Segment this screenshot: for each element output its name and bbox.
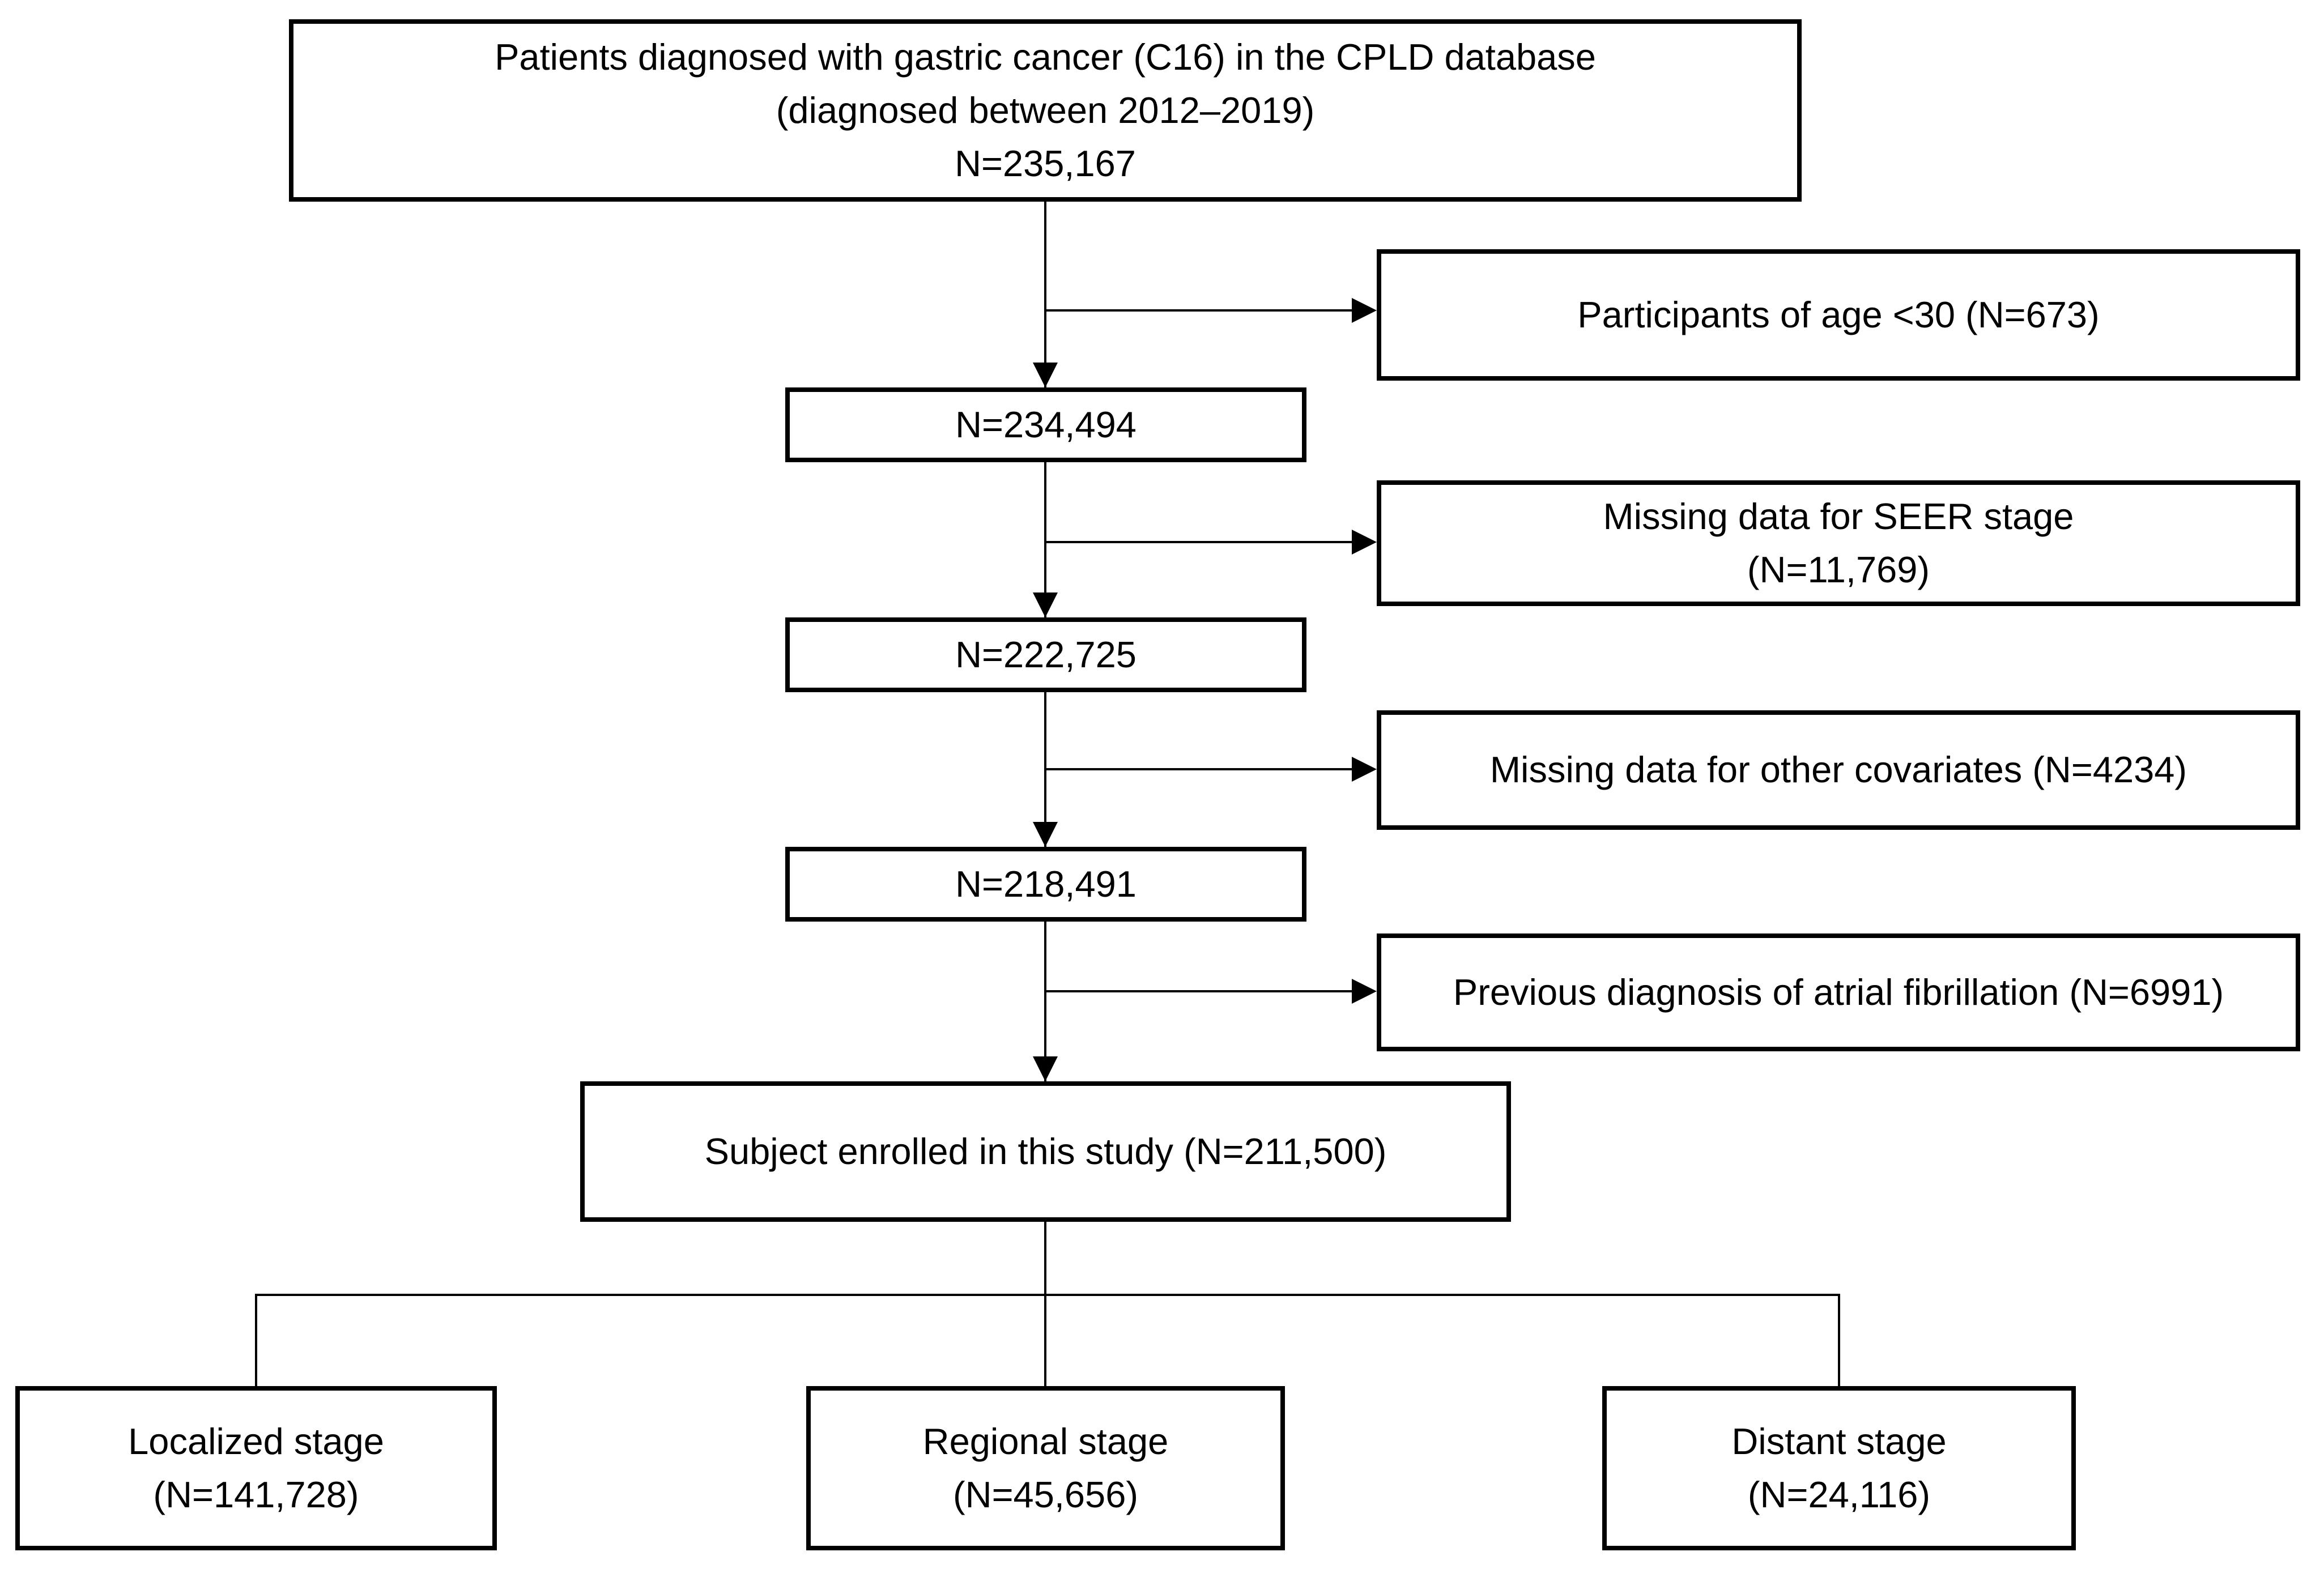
box-text-line: (N=11,769) — [1747, 549, 1930, 590]
connector-outcome-split — [255, 1294, 1840, 1296]
box-text-line: Participants of age <30 (N=673) — [1577, 293, 2100, 335]
box-text-line: Missing data for other covariates (N=423… — [1489, 749, 2187, 791]
connector-branch-seer — [1044, 541, 1356, 543]
step-count-box-1: N=234,494 — [785, 387, 1306, 462]
box-text-line: Regional stage — [922, 1420, 1169, 1462]
connector-split-to-localized — [255, 1294, 257, 1386]
exclusion-box-covariates: Missing data for other covariates (N=423… — [1377, 710, 2300, 830]
connector-branch-age — [1044, 309, 1356, 312]
connector-source-to-step1 — [1044, 202, 1046, 387]
down-arrowhead-icon — [1033, 822, 1058, 847]
step-count-box-2: N=222,725 — [785, 617, 1306, 692]
source-population-box: Patients diagnosed with gastric cancer (… — [289, 19, 1802, 202]
outcome-box-regional: Regional stage (N=45,656) — [806, 1386, 1285, 1550]
box-text-line: N=218,491 — [955, 863, 1137, 905]
connector-step1-to-step2 — [1044, 462, 1046, 617]
box-text-line: Distant stage — [1731, 1420, 1947, 1462]
right-arrowhead-icon — [1352, 530, 1377, 555]
exclusion-box-age: Participants of age <30 (N=673) — [1377, 249, 2300, 381]
box-text-line: Localized stage — [128, 1420, 384, 1462]
right-arrowhead-icon — [1352, 979, 1377, 1004]
right-arrowhead-icon — [1352, 757, 1377, 782]
connector-step3-to-enrolled — [1044, 922, 1046, 1081]
box-text-line: N=234,494 — [955, 403, 1137, 445]
connector-enrolled-to-regional — [1044, 1222, 1046, 1386]
box-text-line: Previous diagnosis of atrial fibrillatio… — [1453, 971, 2224, 1013]
outcome-box-localized: Localized stage (N=141,728) — [15, 1386, 497, 1550]
right-arrowhead-icon — [1352, 298, 1377, 323]
down-arrowhead-icon — [1033, 363, 1058, 387]
connector-split-to-distant — [1838, 1294, 1840, 1386]
down-arrowhead-icon — [1033, 1056, 1058, 1081]
box-text-line: (diagnosed between 2012–2019) — [776, 89, 1315, 131]
box-text-line: N=235,167 — [955, 143, 1136, 185]
enrolled-box: Subject enrolled in this study (N=211,50… — [580, 1081, 1511, 1222]
connector-branch-covariates — [1044, 768, 1356, 770]
connector-branch-afib — [1044, 990, 1356, 992]
box-text-line: (N=24,116) — [1747, 1474, 1931, 1515]
exclusion-box-atrial-fibrillation: Previous diagnosis of atrial fibrillatio… — [1377, 933, 2300, 1051]
box-text-line: Missing data for SEER stage — [1603, 495, 2074, 537]
box-text-line: (N=45,656) — [953, 1474, 1138, 1515]
box-text-line: N=222,725 — [955, 633, 1137, 675]
box-text-line: Patients diagnosed with gastric cancer (… — [495, 36, 1596, 78]
outcome-box-distant: Distant stage (N=24,116) — [1602, 1386, 2076, 1550]
box-text-line: (N=141,728) — [153, 1474, 359, 1515]
exclusion-box-seer-stage: Missing data for SEER stage (N=11,769) — [1377, 480, 2300, 606]
down-arrowhead-icon — [1033, 592, 1058, 617]
box-text-line: Subject enrolled in this study (N=211,50… — [704, 1130, 1387, 1172]
step-count-box-3: N=218,491 — [785, 847, 1306, 922]
